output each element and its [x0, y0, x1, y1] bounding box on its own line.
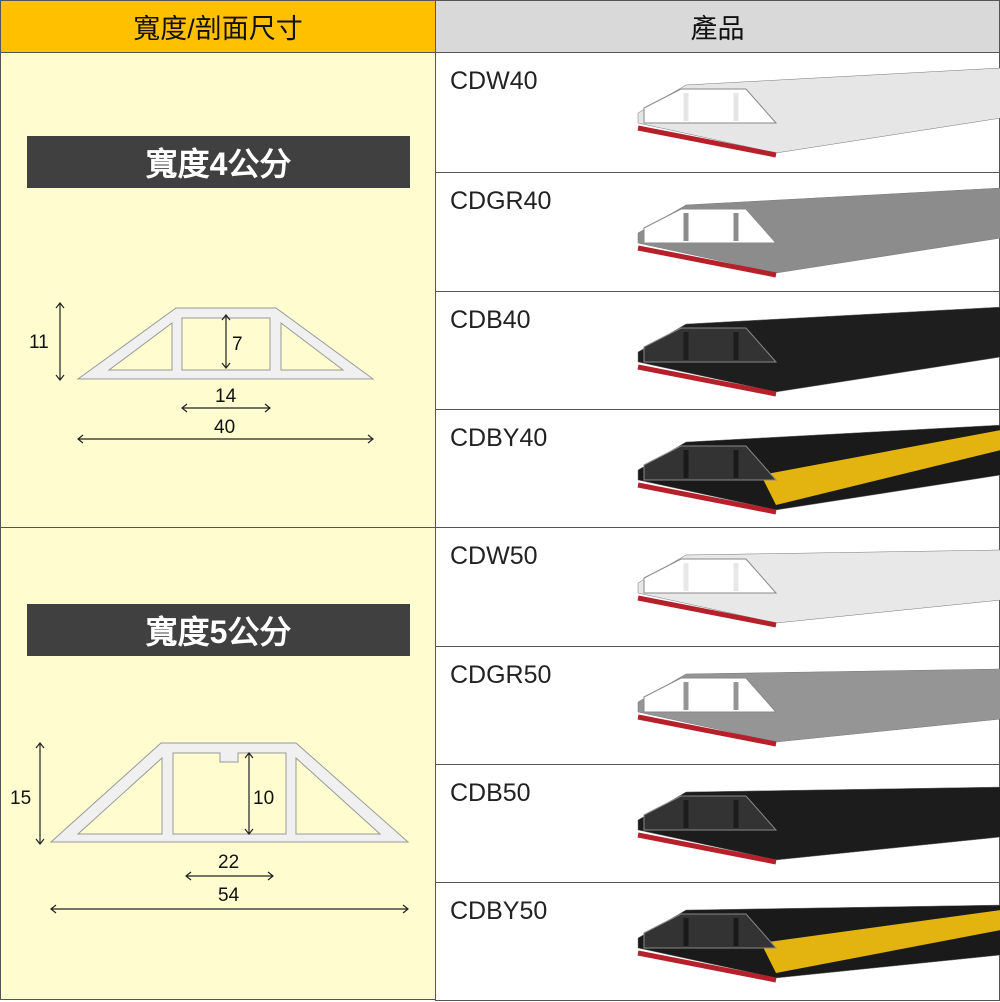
product-cell: CDW40 [435, 52, 1000, 173]
cord-cover-image [637, 549, 1000, 628]
product-code: CDB40 [450, 306, 531, 334]
product-cell: CDB40 [435, 291, 1000, 410]
cord-cover-image [637, 424, 1000, 515]
dim-height: 11 [29, 332, 49, 353]
dim-inner-width: 14 [215, 386, 237, 407]
width-label-40: 寬度4公分 [27, 136, 410, 188]
profile-diagram-50: 15 10 22 54 [10, 742, 410, 914]
dim-width: 54 [218, 885, 240, 906]
group-40-cell: 寬度4公分 11 7 14 40 [0, 52, 436, 528]
cord-cover-image [637, 668, 1000, 747]
cord-cover-image [637, 187, 1000, 278]
cord-cover-image [637, 786, 1000, 865]
header-width-profile: 寬度/剖面尺寸 [0, 0, 436, 53]
group-50-cell: 寬度5公分 15 10 22 54 [0, 527, 436, 1000]
product-code: CDW50 [450, 542, 538, 570]
dim-width: 40 [214, 417, 235, 438]
product-code: CDBY40 [450, 424, 548, 452]
dim-inner-width: 22 [218, 852, 239, 873]
dim-inner-height: 7 [232, 334, 243, 355]
product-cell: CDBY40 [435, 409, 1000, 528]
product-code: CDGR40 [450, 187, 552, 215]
cord-cover-image [637, 306, 1000, 397]
product-code: CDBY50 [450, 897, 548, 925]
product-cell: CDB50 [435, 764, 1000, 883]
product-code: CDW40 [450, 67, 538, 95]
dim-height: 15 [10, 788, 31, 809]
cord-cover-image [637, 904, 1000, 983]
header-product: 產品 [435, 0, 1000, 53]
dim-inner-height: 10 [253, 788, 274, 809]
product-code: CDB50 [450, 779, 531, 807]
product-cell: CDGR50 [435, 646, 1000, 765]
product-cell: CDGR40 [435, 172, 1000, 292]
product-cell: CDW50 [435, 527, 1000, 647]
product-cell: CDBY50 [435, 882, 1000, 1001]
width-label-50: 寬度5公分 [27, 604, 410, 656]
cord-cover-image [637, 67, 1000, 158]
product-code: CDGR50 [450, 661, 552, 689]
profile-diagram-40: 11 7 14 40 [29, 302, 375, 444]
